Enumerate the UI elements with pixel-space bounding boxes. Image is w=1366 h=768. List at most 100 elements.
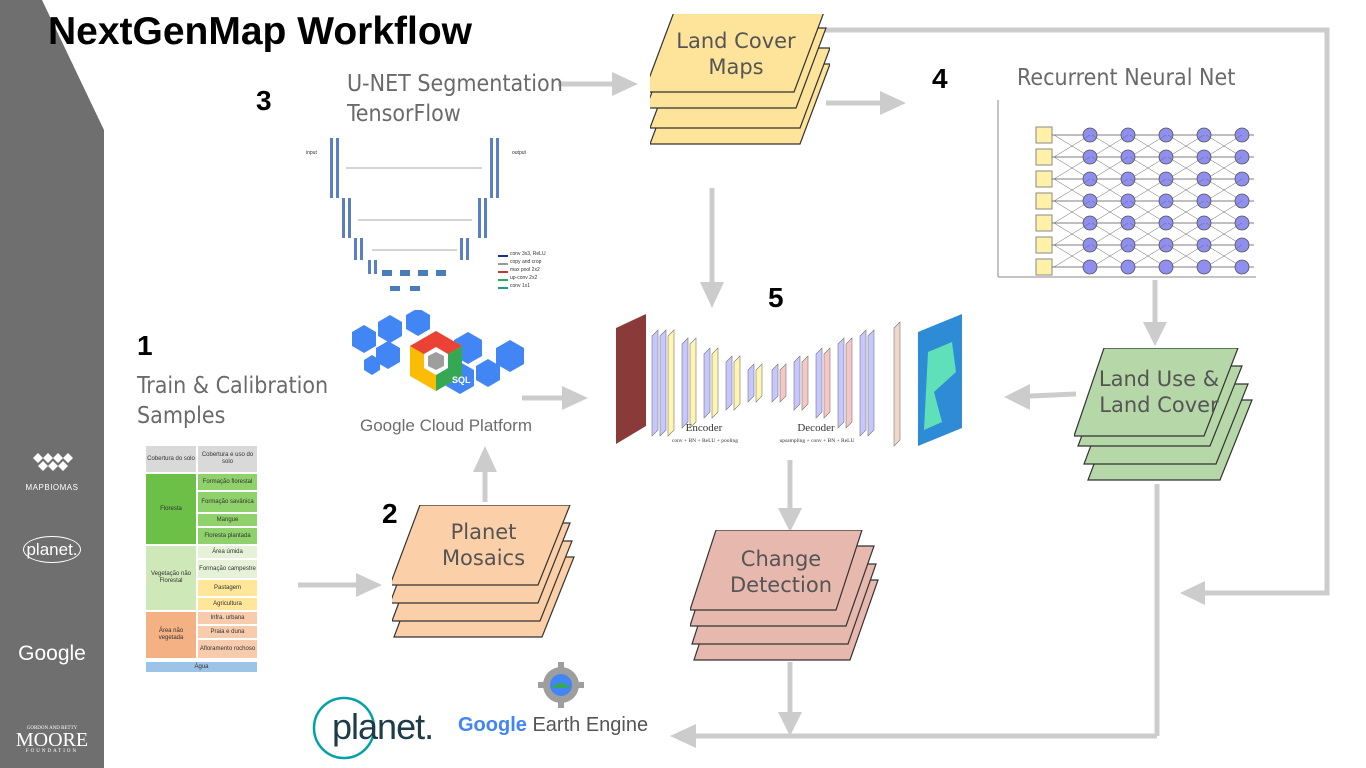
network-layer — [793, 355, 801, 411]
encoder-label: Encoder — [685, 422, 723, 434]
gcp-platform-text: Cloud Platform — [419, 416, 532, 435]
network-layer — [859, 329, 867, 437]
mapbiomas-logo: MAPBIOMAS — [0, 448, 104, 492]
network-layer — [893, 321, 901, 447]
unet-legend: conv 3x3, ReLU copy and crop max pool 2x… — [510, 250, 546, 290]
network-layer — [755, 363, 763, 403]
moore-mid-text: MOORE — [15, 729, 89, 751]
land-use-stack: Land Use & Land Cover — [1074, 348, 1254, 483]
earth-engine-icon — [538, 662, 584, 708]
unet-output-text: output — [512, 150, 527, 156]
planet-mosaics-stack: Planet Mosaics — [392, 505, 577, 645]
rnn-label: Recurrent Neural Net — [1017, 65, 1236, 91]
table-group-cell: Floresta — [145, 473, 197, 545]
step-number-5: 5 — [768, 282, 784, 313]
rnn-hidden-node — [1234, 259, 1250, 275]
unet-legend-item: conv 1x1 — [510, 283, 531, 289]
land-cover-maps-stack: Land Cover Maps — [650, 14, 830, 154]
network-layer — [711, 347, 719, 419]
mapbiomas-text: MAPBIOMAS — [25, 483, 79, 492]
insights-icon — [476, 359, 500, 387]
code-icon — [378, 315, 402, 343]
unet-legend-item: max pool 2x2 — [510, 267, 540, 273]
table-item-cell: Floresta plantada — [197, 527, 258, 545]
unet-legend-item: conv 3x3, ReLU — [510, 251, 546, 257]
land-cover-maps-text: Land Cover Maps — [676, 29, 796, 80]
change-detection-text: Change Detection — [729, 547, 833, 598]
output-map-region — [924, 342, 956, 430]
rnn-hidden-node — [1082, 259, 1098, 275]
encoder-decoder-diagram: Encoder conv + BN + ReLU + pooling Decod… — [612, 312, 972, 458]
rnn-hidden-node — [1196, 259, 1212, 275]
step-number-2: 2 — [382, 498, 398, 529]
network-layer — [689, 337, 697, 429]
unet-legend-item: copy and crop — [510, 259, 542, 265]
table-item-cell: Afloramento rochoso — [197, 639, 258, 659]
gcp-google-text: Google — [360, 416, 415, 435]
table-item-cell: Praia e duna — [197, 625, 258, 639]
network-layer — [815, 347, 823, 419]
table-item-cell: Formação florestal — [197, 473, 258, 491]
sidebar-band — [0, 0, 104, 768]
rnn-input-node — [1035, 148, 1053, 166]
moore-top-text: GORDON AND BETTY — [26, 726, 78, 731]
network-layer — [845, 337, 853, 429]
table-header: Cobertura e uso do solo — [197, 445, 258, 473]
rnn-input-node — [1035, 258, 1053, 276]
arrow-landcover-loop — [820, 27, 1330, 596]
network-layer — [779, 363, 787, 403]
svg-text:SQL: SQL — [452, 375, 471, 385]
planet-sidebar-text: planet. — [23, 536, 81, 563]
network-layer — [651, 329, 659, 437]
unet-legend-item: up-conv 2x2 — [510, 275, 538, 281]
rnn-hidden-node — [1158, 259, 1174, 275]
unet-architecture-diagram: input output conv 3x3, ReLU copy and cro… — [302, 130, 562, 300]
land-use-text: Land Use & Land Cover — [1098, 367, 1220, 418]
arrow-landuse-to-model — [1029, 391, 1077, 399]
rnn-input-node — [1035, 192, 1053, 210]
moore-bot-text: FOUNDATION — [25, 749, 79, 754]
rnn-input-node — [1035, 214, 1053, 232]
decoder-label: Decoder — [797, 422, 835, 434]
table-group-cell: Vegetação não Florestal — [145, 545, 197, 611]
network-layer — [867, 329, 875, 437]
network-layer — [837, 337, 845, 429]
planet-mosaics-text: Planet Mosaics — [441, 520, 526, 571]
planet-logo: planet. — [312, 696, 442, 762]
network-layer — [801, 355, 809, 411]
rnn-input-node — [1035, 126, 1053, 144]
decoder-sublabel: upsampling + conv + BN + ReLU — [779, 438, 855, 444]
step-number-1: 1 — [137, 330, 153, 361]
step-number-4: 4 — [932, 63, 948, 94]
network-layer — [703, 347, 711, 419]
earth-engine-text: Earth Engine — [532, 714, 649, 736]
planet-logo-text: planet. — [332, 706, 434, 747]
network-layer — [725, 355, 733, 411]
planet-sidebar-logo: planet. — [0, 536, 104, 563]
chip-icon — [376, 341, 400, 369]
unet-input-text: input — [306, 150, 317, 156]
table-footer-cell: Água — [145, 661, 258, 673]
google-sidebar-logo: Google — [18, 642, 86, 665]
page-title: NextGenMap Workflow — [48, 10, 472, 53]
train-calibration-label: Train & Calibration Samples — [137, 373, 329, 429]
table-item-cell: Pastagem — [197, 579, 258, 597]
gcp-wordmark: Google Cloud Platform — [360, 416, 532, 436]
moore-foundation-logo: GORDON AND BETTY MOORE FOUNDATION — [0, 726, 104, 754]
table-item-cell: Formação campestre — [197, 559, 258, 579]
step-number-3: 3 — [256, 85, 272, 116]
network-layer — [747, 363, 755, 403]
unet-label: U-NET Segmentation TensorFlow — [347, 71, 563, 127]
google-cloud-platform-logo: SQL Google Cloud Platform — [336, 310, 536, 440]
table-item-cell: Infra. urbana — [197, 611, 258, 625]
table-group-cell: Área não vegetada — [145, 611, 197, 659]
translate-icon — [496, 340, 524, 372]
table-item-cell: Área úmida — [197, 545, 258, 559]
change-detection-stack: Change Detection — [690, 530, 882, 665]
network-layer — [823, 347, 831, 419]
database-icon — [406, 310, 430, 336]
settings-icon — [364, 355, 380, 375]
earth-engine-wordmark: Google Earth Engine — [458, 714, 648, 737]
